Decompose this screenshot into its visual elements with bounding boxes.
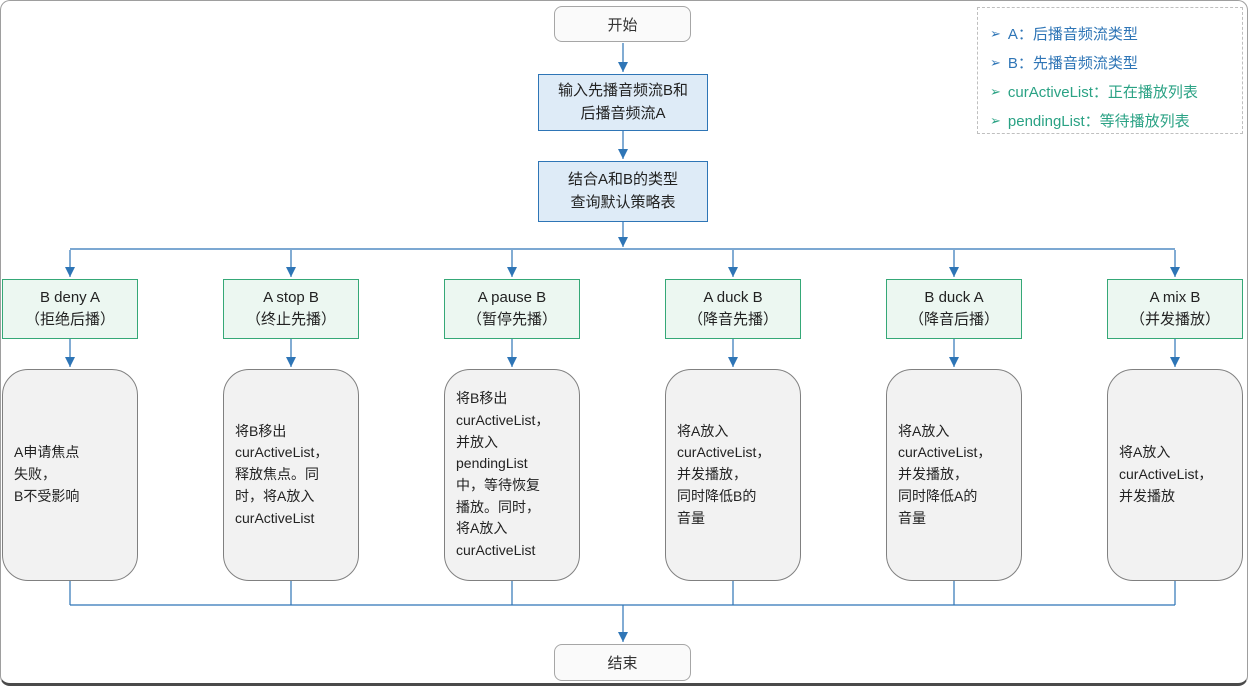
policy-sublabel: （并发播放） — [1129, 311, 1220, 328]
legend-item: ➢ curActiveList：正在播放列表 — [990, 77, 1242, 106]
legend-text: B：先播音频流类型 — [1007, 55, 1138, 72]
input-step-box: 输入先播音频流B和 后播音频流A — [538, 74, 708, 131]
result-text: 将B移出 curActiveList， 释放焦点。同 时，将A放入 curAct… — [235, 422, 329, 526]
policy-sublabel: （降音先播） — [687, 311, 778, 328]
input-step-text: 输入先播音频流B和 后播音频流A — [557, 82, 688, 122]
policy-label: A duck B — [703, 289, 763, 307]
policy-label: A stop B — [263, 289, 319, 307]
legend-item: ➢ A：后播音频流类型 — [990, 19, 1242, 48]
arrow-bullet-icon: ➢ — [990, 25, 1001, 41]
policy-sublabel: （拒绝后播） — [24, 311, 115, 328]
result-text: 将A放入 curActiveList， 并发播放 — [1119, 444, 1213, 504]
legend-text: curActiveList：正在播放列表 — [1007, 84, 1198, 101]
result-text: 将A放入 curActiveList， 并发播放， 同时降低B的 音量 — [677, 422, 771, 526]
start-label: 开始 — [607, 16, 638, 34]
policy-sublabel: （暂停先播） — [466, 311, 557, 328]
result-box: A申请焦点 失败， B不受影响 — [2, 369, 138, 581]
policy-sublabel: （终止先播） — [245, 311, 336, 328]
policy-sublabel: （降音后播） — [908, 311, 999, 328]
result-box: 将A放入 curActiveList， 并发播放 — [1107, 369, 1243, 581]
result-box: 将A放入 curActiveList， 并发播放， 同时降低B的 音量 — [665, 369, 801, 581]
result-text: 将B移出 curActiveList， 并放入 pendingList 中，等待… — [456, 390, 550, 559]
legend-text: pendingList：等待播放列表 — [1007, 113, 1190, 130]
query-step-text: 结合A和B的类型 查询默认策略表 — [567, 171, 678, 211]
policy-box-a-duck-b: A duck B （降音先播） — [665, 279, 801, 339]
result-box: 将B移出 curActiveList， 释放焦点。同 时，将A放入 curAct… — [223, 369, 359, 581]
legend-text: A：后播音频流类型 — [1007, 26, 1138, 43]
start-terminal: 开始 — [554, 6, 691, 42]
policy-label: B deny A — [39, 289, 101, 307]
arrow-bullet-icon: ➢ — [990, 83, 1001, 99]
arrow-bullet-icon: ➢ — [990, 54, 1001, 70]
policy-box-a-stop-b: A stop B （终止先播） — [223, 279, 359, 339]
policy-label: A pause B — [477, 289, 547, 307]
policy-box-a-pause-b: A pause B （暂停先播） — [444, 279, 580, 339]
end-terminal: 结束 — [554, 644, 691, 681]
result-box: 将A放入 curActiveList， 并发播放， 同时降低A的 音量 — [886, 369, 1022, 581]
legend-panel: ➢ A：后播音频流类型 ➢ B：先播音频流类型 ➢ curActiveList：… — [977, 7, 1243, 134]
end-label: 结束 — [607, 655, 638, 672]
policy-label: A mix B — [1149, 289, 1201, 307]
legend-item: ➢ B：先播音频流类型 — [990, 48, 1242, 77]
policy-label: B duck A — [924, 289, 984, 307]
arrow-bullet-icon: ➢ — [990, 112, 1001, 128]
policy-box-b-deny-a: B deny A （拒绝后播） — [2, 279, 138, 339]
legend-item: ➢ pendingList：等待播放列表 — [990, 106, 1242, 135]
policy-box-a-mix-b: A mix B （并发播放） — [1107, 279, 1243, 339]
result-text: A申请焦点 失败， B不受影响 — [14, 444, 80, 504]
result-text: 将A放入 curActiveList， 并发播放， 同时降低A的 音量 — [898, 422, 992, 526]
policy-box-b-duck-a: B duck A （降音后播） — [886, 279, 1022, 339]
result-box: 将B移出 curActiveList， 并放入 pendingList 中，等待… — [444, 369, 580, 581]
query-step-box: 结合A和B的类型 查询默认策略表 — [538, 161, 708, 222]
